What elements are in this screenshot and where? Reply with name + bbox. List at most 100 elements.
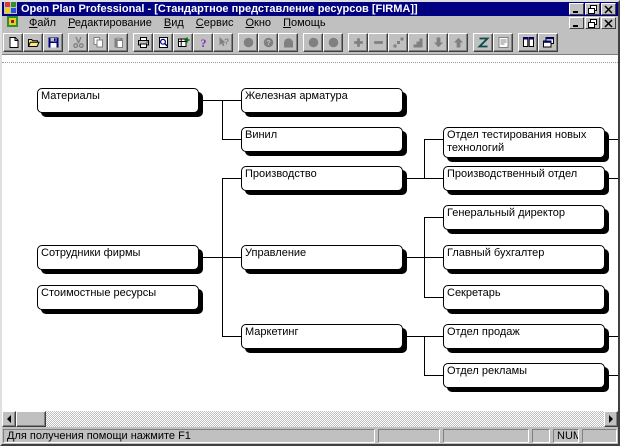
- scrollbar-thumb[interactable]: [16, 411, 46, 427]
- mdi-restore-button[interactable]: [585, 17, 600, 29]
- save-icon: [47, 36, 60, 49]
- mdi-minimize-button[interactable]: [569, 17, 584, 29]
- tree-connector: [609, 375, 618, 376]
- tree-node-label: Производственный отдел: [447, 168, 578, 180]
- view-plus-button[interactable]: [173, 32, 193, 52]
- app-icon: [4, 2, 17, 17]
- cascade-windows-icon: [542, 36, 555, 49]
- cascade-windows-button[interactable]: [538, 32, 558, 52]
- tree-connector: [424, 375, 443, 376]
- plus-icon: [352, 36, 365, 49]
- tree-node-rebar[interactable]: Железная арматура: [241, 88, 403, 113]
- tree-connector: [407, 336, 424, 337]
- tree-connector: [222, 178, 241, 179]
- close-button[interactable]: [601, 3, 616, 15]
- tile-windows-button[interactable]: [518, 32, 538, 52]
- paste-button: [108, 32, 128, 52]
- tree-connector: [424, 217, 425, 298]
- circle-right-icon: [327, 36, 340, 49]
- tree-node-label: Управление: [245, 247, 307, 259]
- tree-node-ads[interactable]: Отдел рекламы: [443, 363, 605, 388]
- tree-connector: [424, 217, 443, 218]
- minus-button: [368, 32, 388, 52]
- tree-node-marketing[interactable]: Маркетинг: [241, 324, 403, 349]
- menu-items: Файл Редактирование Вид Сервис Окно Помощь: [23, 17, 569, 30]
- tree-connector: [609, 178, 618, 179]
- tree-connector: [424, 297, 443, 298]
- tree-node-staff[interactable]: Сотрудники фирмы: [37, 245, 199, 270]
- tree-connector: [222, 100, 241, 101]
- arrow-down-icon: [432, 36, 445, 49]
- tree-node-label: Производство: [245, 168, 317, 180]
- mdi-document-icon[interactable]: [6, 15, 19, 31]
- notes-icon: [497, 36, 510, 49]
- steps-button: [408, 32, 428, 52]
- tree-node-accountant[interactable]: Главный бухгалтер: [443, 245, 605, 270]
- tree-node-sales[interactable]: Отдел продаж: [443, 324, 605, 349]
- tree-node-prod_dept[interactable]: Производственный отдел: [443, 166, 605, 191]
- tree-connector: [424, 336, 443, 337]
- tree-node-label: Отдел рекламы: [447, 365, 528, 377]
- scroll-right-button[interactable]: [604, 411, 618, 427]
- svg-text:?: ?: [223, 36, 228, 46]
- tile-windows-icon: [522, 36, 535, 49]
- toolbar-group: [348, 32, 468, 52]
- menu-6[interactable]: Помощь: [283, 16, 326, 29]
- toolbar-group: ??: [133, 32, 233, 52]
- tree-connector: [203, 100, 222, 101]
- save-button[interactable]: [43, 32, 63, 52]
- tree-connector: [222, 257, 241, 258]
- status-message: Для получения помощи нажмите F1: [3, 428, 375, 443]
- tree-connector: [222, 139, 241, 140]
- tree-node-testing[interactable]: Отдел тестирования новых технологий: [443, 127, 605, 158]
- tree-node-vinyl[interactable]: Винил: [241, 127, 403, 152]
- zigzag-icon: [476, 36, 490, 49]
- tree-node-label: Железная арматура: [245, 90, 348, 102]
- circle-query-button: ?: [258, 32, 278, 52]
- context-help-button: ?: [213, 32, 233, 52]
- circle-left-button: [303, 32, 323, 52]
- notes-button: [493, 32, 513, 52]
- menu-4[interactable]: Сервис: [195, 16, 234, 29]
- tree-node-cost[interactable]: Стоимостные ресурсы: [37, 285, 199, 310]
- tree-node-label: Отдел продаж: [447, 326, 520, 338]
- menu-5[interactable]: Окно: [245, 16, 272, 29]
- arch-node-icon: [282, 36, 295, 49]
- status-panel-1: [378, 428, 440, 443]
- scrollbar-track[interactable]: [16, 411, 604, 427]
- minimize-button[interactable]: [569, 3, 584, 15]
- toolbar-group: [3, 32, 63, 52]
- view-plus-icon: [177, 36, 190, 49]
- open-file-button[interactable]: [23, 32, 43, 52]
- tree-node-production[interactable]: Производство: [241, 166, 403, 191]
- circle-right-button: [323, 32, 343, 52]
- zigzag-button[interactable]: [473, 32, 493, 52]
- status-panel-3: [532, 428, 550, 443]
- circle-node-button: [238, 32, 258, 52]
- mdi-close-button[interactable]: [601, 17, 616, 29]
- tree-node-management[interactable]: Управление: [241, 245, 403, 270]
- menu-2[interactable]: Редактирование: [68, 16, 152, 29]
- tree-connector: [424, 139, 443, 140]
- tree-node-secretary[interactable]: Секретарь: [443, 285, 605, 310]
- new-file-button[interactable]: [3, 32, 23, 52]
- menu-1[interactable]: Файл: [29, 16, 57, 29]
- menu-3[interactable]: Вид: [163, 16, 184, 29]
- scroll-left-button[interactable]: [2, 411, 16, 427]
- restore-button[interactable]: [585, 3, 600, 15]
- toolbar-group: [303, 32, 343, 52]
- print-preview-button[interactable]: [153, 32, 173, 52]
- print-button[interactable]: [133, 32, 153, 52]
- help-button[interactable]: ?: [193, 32, 213, 52]
- new-file-icon: [7, 36, 20, 49]
- tree-node-director[interactable]: Генеральный директор: [443, 205, 605, 230]
- plus-button: [348, 32, 368, 52]
- tree-node-materials[interactable]: Материалы: [37, 88, 199, 113]
- arrow-up-icon: [452, 36, 465, 49]
- arrow-down-button: [428, 32, 448, 52]
- toolbar-group: [473, 32, 513, 52]
- tree-connector: [222, 100, 223, 140]
- num-lock-indicator: NUM: [553, 428, 579, 443]
